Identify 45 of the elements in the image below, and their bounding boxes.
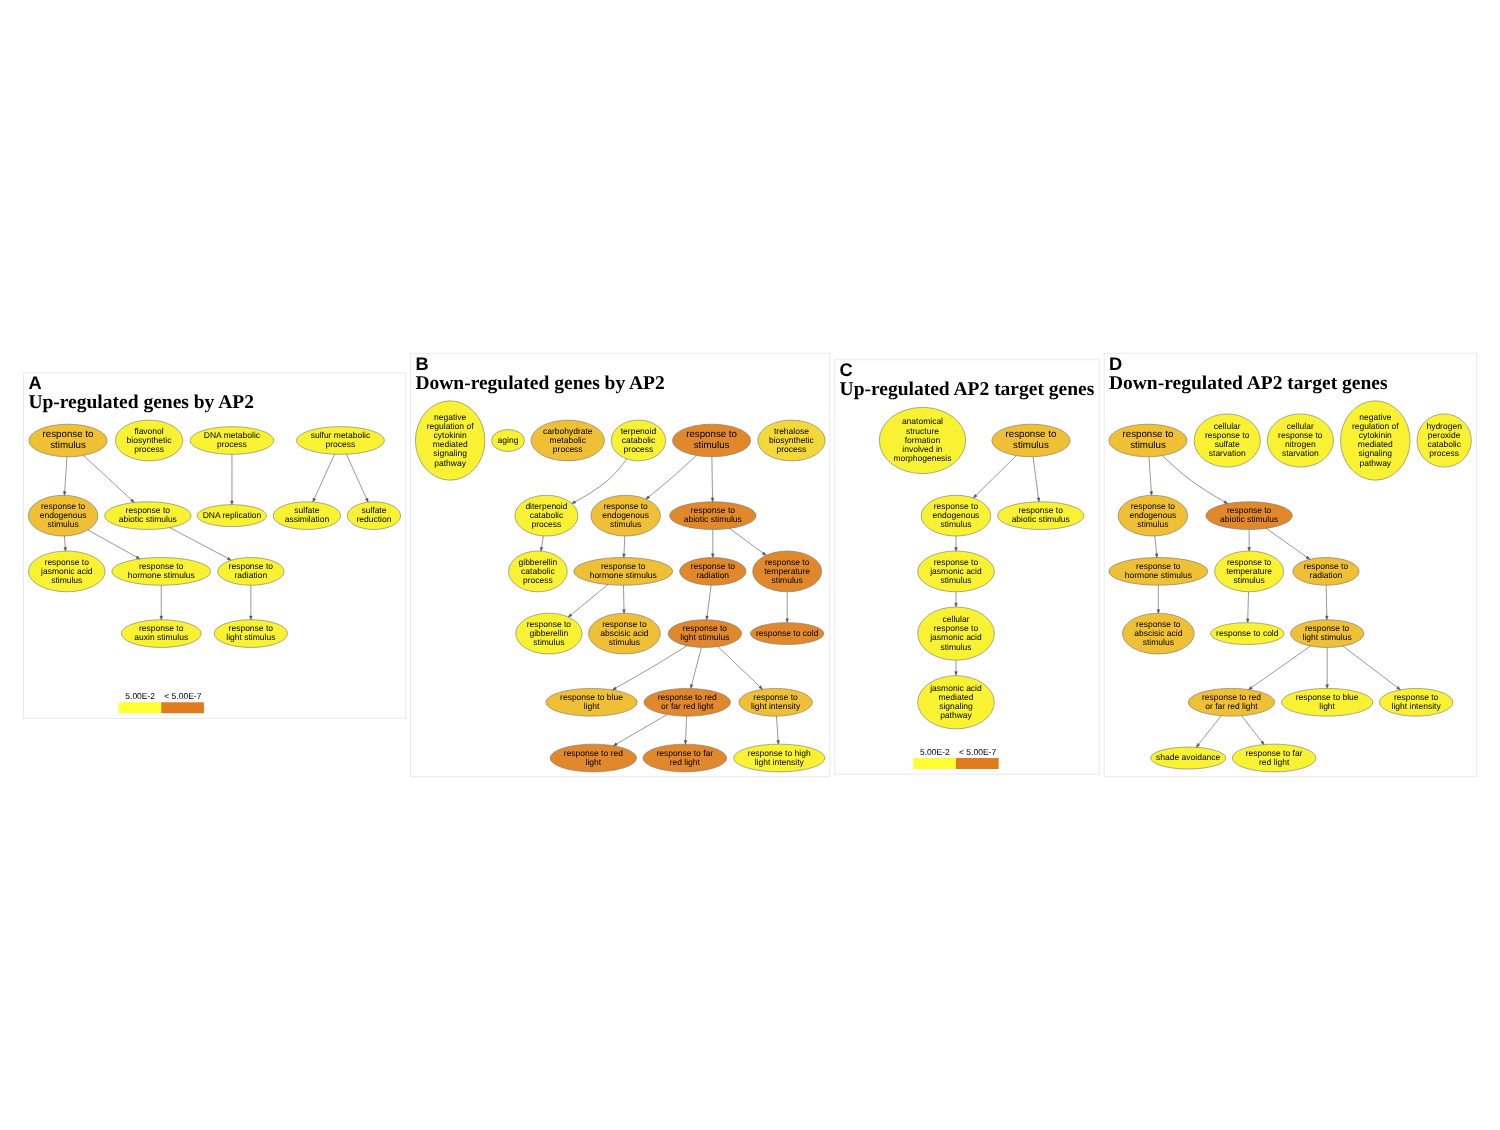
arrow (346, 454, 369, 503)
arrow (539, 535, 544, 552)
arrow (690, 647, 702, 689)
arrow (613, 714, 668, 747)
arrow (249, 584, 253, 621)
arrow (954, 591, 958, 608)
arrow (954, 660, 958, 676)
arrow (710, 456, 715, 502)
arrow (1156, 584, 1160, 614)
arrow (622, 584, 626, 614)
arrow (567, 584, 609, 618)
arrow (1325, 584, 1329, 621)
arrow (1342, 645, 1401, 690)
arrow (705, 584, 712, 621)
arrow (717, 646, 763, 690)
arrow (1325, 647, 1329, 689)
arrow (1241, 715, 1265, 745)
arrow (1162, 455, 1228, 504)
arrow (954, 535, 958, 552)
arrow (571, 458, 628, 504)
arrow (63, 456, 68, 496)
arrow (683, 715, 688, 745)
arrow (785, 591, 789, 623)
arrow (1154, 535, 1159, 558)
arrow (63, 535, 67, 552)
arrow (711, 529, 715, 558)
arrow (1246, 591, 1250, 623)
arrow (1265, 528, 1311, 560)
arrow (973, 455, 1017, 499)
arrow (169, 527, 232, 561)
arrow (159, 584, 163, 621)
arrow (612, 645, 688, 691)
arrow (776, 715, 780, 745)
arrow (87, 529, 141, 560)
arrow (1247, 529, 1251, 552)
arrow (729, 528, 767, 556)
arrow (83, 455, 135, 503)
arrow (1196, 715, 1222, 748)
arrow (622, 535, 626, 558)
arrow (1148, 456, 1153, 496)
arrow (230, 454, 234, 505)
arrow (312, 454, 335, 503)
arrow (645, 455, 697, 500)
arrow (1248, 645, 1311, 690)
arrow (1032, 456, 1041, 502)
